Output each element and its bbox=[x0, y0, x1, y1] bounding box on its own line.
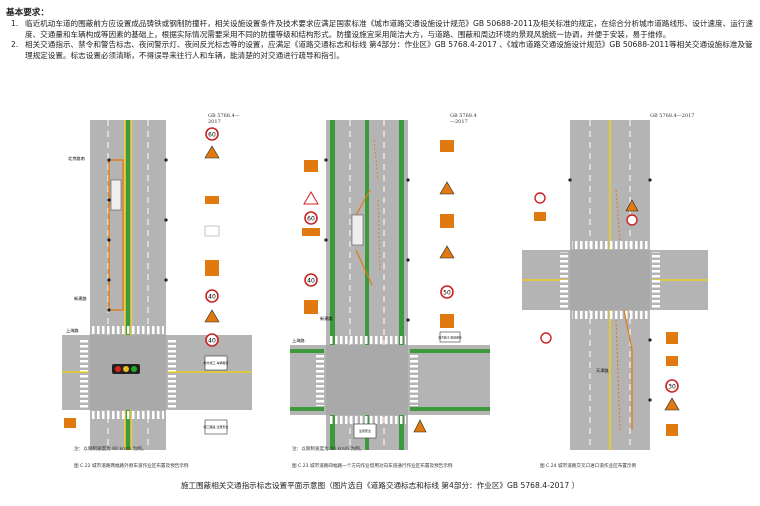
road-diagram-c23: 60 40 50 前方施工 借道通行 注意安全 新建路 上海路 bbox=[290, 120, 490, 450]
standard-code: GB 5768.4—2017 bbox=[450, 113, 477, 125]
diagram-note: 注：以限制速度为 50 km/h 为例。 bbox=[292, 447, 365, 452]
speed-limit-sign: 50 bbox=[443, 290, 451, 297]
work-zone-board: 施工路段 注意安全 bbox=[204, 424, 229, 429]
requirement-num: 2. bbox=[11, 40, 19, 50]
diagram-panel-c24: GB 5768.4—2017 30 天津路 bbox=[520, 110, 710, 470]
road-label: 新建路 bbox=[320, 315, 333, 322]
road-label: 上海路 bbox=[66, 327, 79, 334]
work-zone-board: 前方施工 借道通行 bbox=[438, 336, 461, 340]
requirement-text: 相关交通指示、禁令和警告标志、夜间警示灯、夜间反光标志等的设置，应满足《道路交通… bbox=[25, 40, 753, 60]
speed-limit-sign: 30 bbox=[668, 384, 676, 391]
standard-code: GB 5768.4—2017 bbox=[650, 113, 695, 119]
road-label: 天津路 bbox=[596, 367, 609, 374]
diagram-note: 注：以限制速度为 60 km/h 为例。 bbox=[74, 447, 147, 452]
requirement-item-1: 1. 临近机动车道的围蔽前方应设置成品铸铁或钢制防撞杆，相关设施设置条件及技术要… bbox=[6, 19, 754, 40]
requirement-num: 1. bbox=[11, 19, 19, 29]
speed-limit-sign: 40 bbox=[208, 338, 216, 345]
speed-limit-sign: 40 bbox=[307, 278, 315, 285]
requirements-title: 基本要求： bbox=[6, 8, 49, 18]
speed-limit-sign: 60 bbox=[208, 132, 216, 139]
speed-limit-sign: 60 bbox=[307, 216, 315, 223]
work-zone-board: 前方施工 车辆慢行 bbox=[204, 360, 229, 365]
diagram-caption: 图 C.22 城市道路两幅路外侧车道作业区布置及预告示例 bbox=[74, 464, 189, 469]
standard-code: GB 5768.4—2017 bbox=[208, 113, 240, 125]
road-label: 北京路南 bbox=[68, 155, 85, 162]
main-caption: 施工围蔽相关交通指示标志设置平面示意图（图片选自《道路交通标志和标线 第4部分：… bbox=[180, 481, 580, 490]
diagram-caption: 图 C.24 城市道路交叉口进口道作业区布置示例 bbox=[540, 464, 637, 469]
diagram-panel-c22: GB 5768.4—2017 bbox=[62, 110, 252, 470]
road-label: 新建路 bbox=[74, 295, 87, 302]
speed-limit-sign: 40 bbox=[208, 294, 216, 301]
road-diagram-c22: 60 40 40 前方施工 车辆慢行 施工路段 注意安全 北京路南 新建路 上海… bbox=[62, 120, 252, 450]
work-zone-board: 注意安全 bbox=[359, 428, 371, 433]
diagram-caption: 图 C.23 城市道路四幅路一个方向作业借用对向车道通行作业区布置及预告示例 bbox=[292, 464, 453, 469]
requirement-text: 临近机动车道的围蔽前方应设置成品铸铁或钢制防撞杆，相关设施设置条件及技术要求应满… bbox=[25, 19, 753, 39]
requirement-item-2: 2. 相关交通指示、禁令和警告标志、夜间警示灯、夜间反光标志等的设置，应满足《道… bbox=[6, 40, 754, 61]
road-label: 上海路 bbox=[292, 337, 305, 344]
road-diagram-c24: 30 天津路 bbox=[522, 120, 708, 450]
basic-requirements: 基本要求： 1. 临近机动车道的围蔽前方应设置成品铸铁或钢制防撞杆，相关设施设置… bbox=[6, 8, 754, 61]
diagram-panel-c23: GB 5768.4—2017 60 40 bbox=[290, 110, 490, 470]
